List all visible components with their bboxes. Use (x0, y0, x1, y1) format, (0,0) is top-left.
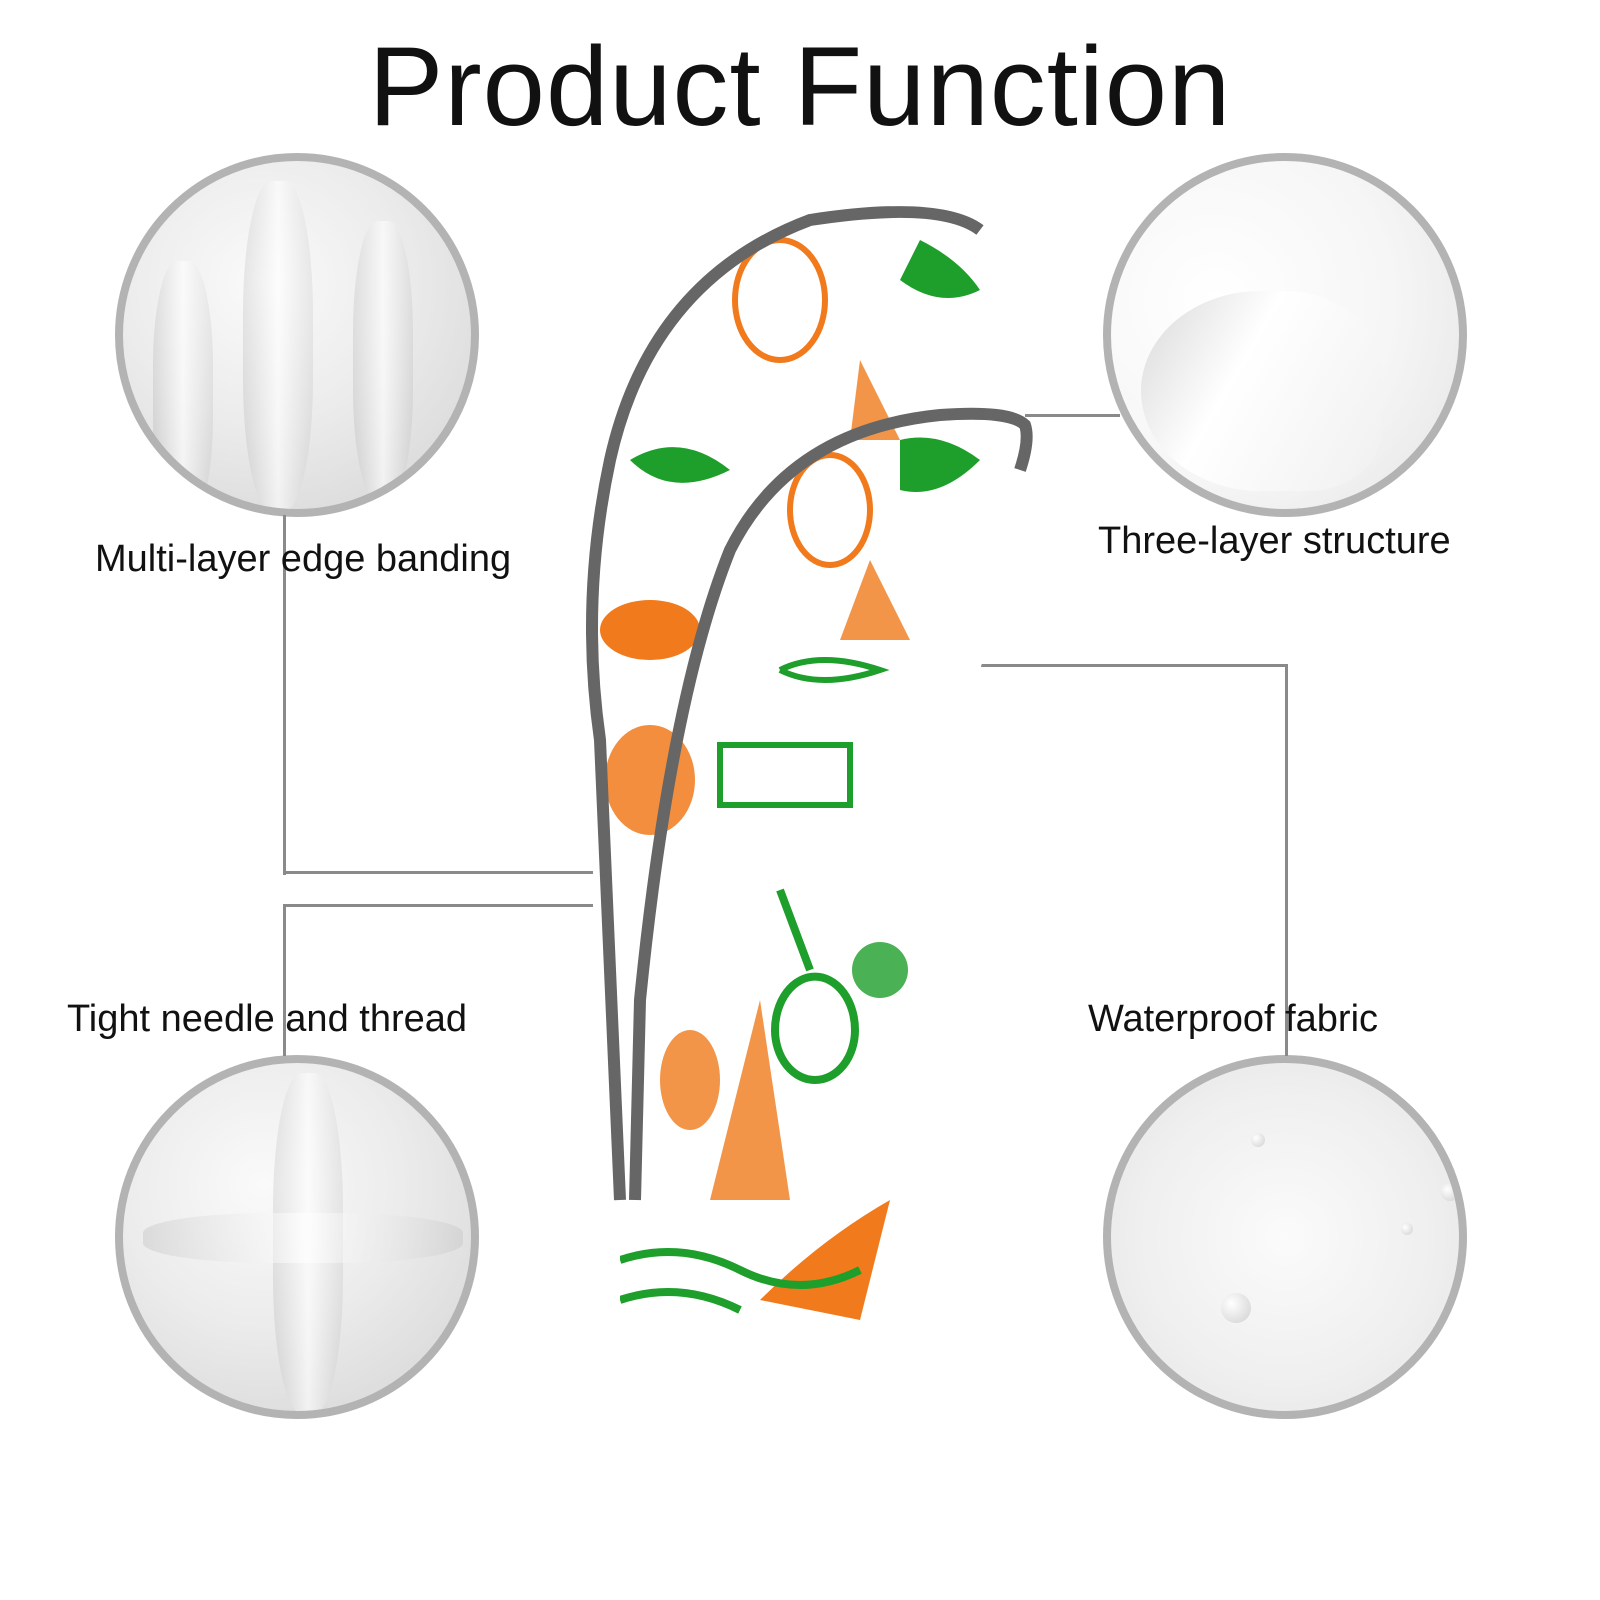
feature-label-three-layer: Three-layer structure (1098, 520, 1451, 562)
connector-line (283, 904, 286, 1056)
edge-banding-detail-image (115, 153, 479, 517)
golf-headcover-product-image (586, 206, 1033, 1400)
feature-label-edge-banding: Multi-layer edge banding (95, 538, 512, 580)
feature-label-needle-thread: Tight needle and thread (67, 998, 468, 1040)
three-layer-detail-image (1103, 153, 1467, 517)
connector-line (283, 871, 593, 874)
connector-line (970, 664, 1288, 667)
connector-line (1285, 664, 1288, 1056)
page-title: Product Function (368, 24, 1232, 149)
connector-line (283, 904, 593, 907)
needle-thread-detail-image (115, 1055, 479, 1419)
waterproof-detail-image (1103, 1055, 1467, 1419)
connector-line (283, 515, 286, 875)
feature-label-waterproof: Waterproof fabric (1088, 998, 1379, 1040)
connector-line (1025, 414, 1120, 417)
